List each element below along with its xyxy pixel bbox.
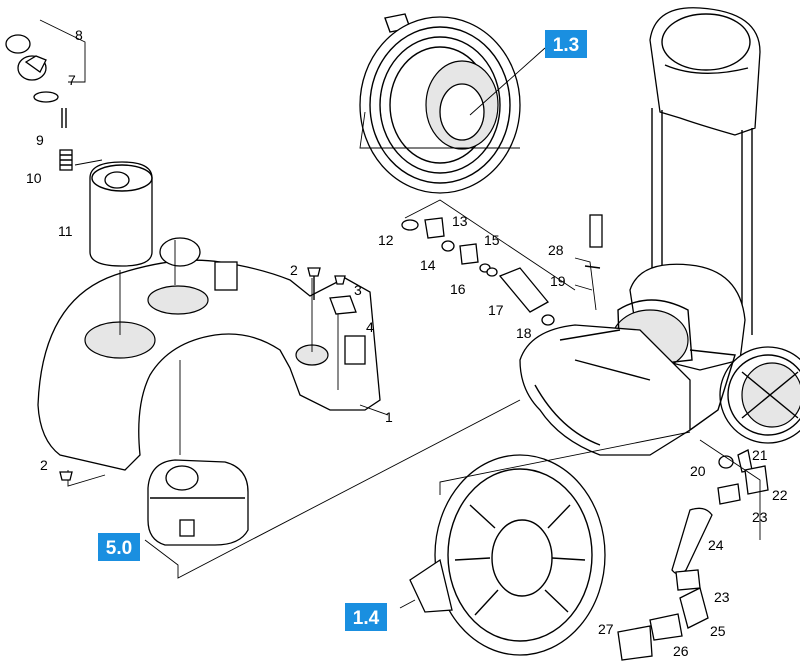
cable-reel-drawing [359, 13, 546, 194]
callout-20: 20 [690, 463, 706, 479]
tank-drawing [144, 399, 521, 579]
callout-26: 26 [673, 643, 689, 659]
callout-25: 25 [710, 623, 726, 639]
callout-24: 24 [708, 537, 724, 553]
callout-8: 8 [75, 27, 83, 43]
callout-15: 15 [484, 232, 500, 248]
ref-label-1-3: 1.3 [553, 35, 579, 56]
ref-badge-5-0: 5.0 [98, 533, 140, 561]
callout-7: 7 [68, 72, 76, 88]
callout-14: 14 [420, 257, 436, 273]
callout-18: 18 [516, 325, 532, 341]
callout-27: 27 [598, 621, 614, 637]
ref-badge-1-3: 1.3 [545, 30, 587, 58]
callout-4: 4 [366, 319, 374, 335]
cover-housing-drawing [37, 237, 389, 487]
callout-2b: 2 [40, 457, 48, 473]
nozzle-parts-drawing [5, 19, 153, 267]
callout-28: 28 [548, 242, 564, 258]
callout-19: 19 [550, 273, 566, 289]
fittings-drawing [401, 199, 576, 326]
callout-11: 11 [58, 223, 73, 239]
callout-22: 22 [772, 487, 788, 503]
callout-13: 13 [452, 213, 468, 229]
callout-9: 9 [36, 132, 44, 148]
callout-21: 21 [752, 447, 768, 463]
wheel-cover-drawing [399, 431, 691, 656]
hose-connection-drawing [617, 439, 769, 661]
callout-2a: 2 [290, 262, 298, 278]
callout-12: 12 [378, 232, 394, 248]
callout-17: 17 [488, 302, 504, 318]
ref-label-1-4: 1.4 [353, 608, 380, 629]
ref-label-5-0: 5.0 [106, 538, 132, 559]
callout-16: 16 [450, 281, 466, 297]
fasteners-drawing [59, 267, 357, 481]
callout-10: 10 [26, 170, 42, 186]
ref-badge-1-4: 1.4 [345, 603, 387, 631]
callout-23a: 23 [752, 509, 768, 525]
callout-1: 1 [385, 409, 393, 425]
trolley-assembly-drawing [519, 7, 800, 456]
callout-3: 3 [354, 282, 362, 298]
callout-23b: 23 [714, 589, 730, 605]
